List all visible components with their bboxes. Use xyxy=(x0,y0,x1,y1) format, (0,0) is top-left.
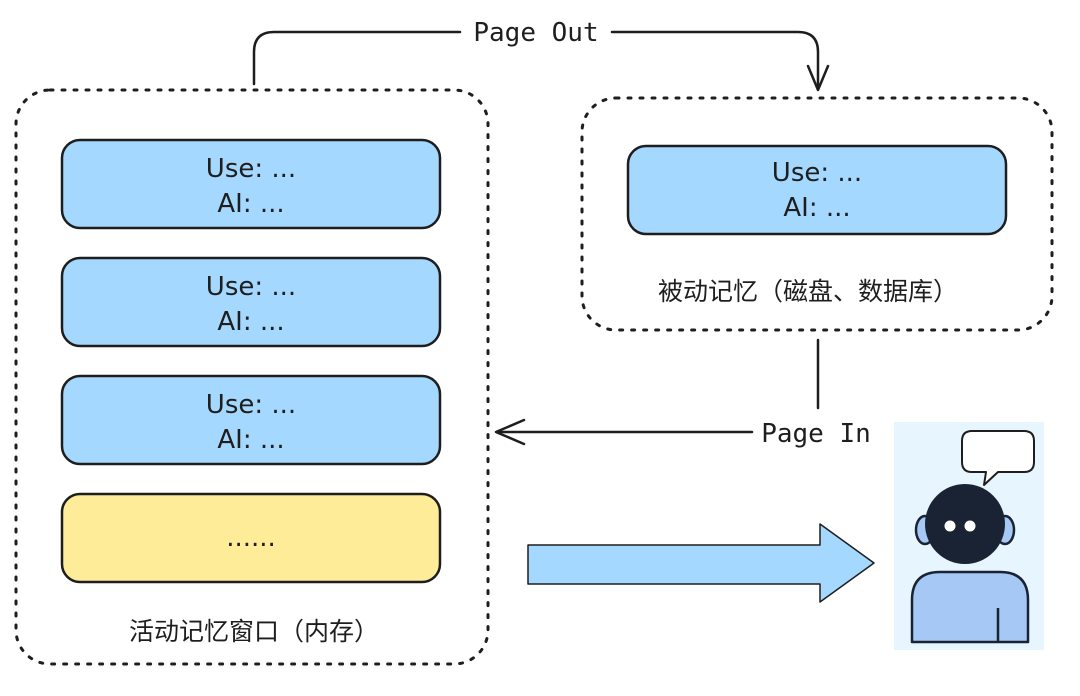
block-ai-line: AI: ... xyxy=(217,307,284,337)
block-ai-line: AI: ... xyxy=(783,193,850,223)
page-out-arrow xyxy=(252,30,830,92)
robot-avatar-icon xyxy=(894,422,1044,650)
block-user-line: Use: ... xyxy=(206,154,296,184)
block-user-line: Use: ... xyxy=(772,158,862,188)
pending-block-text: ...... xyxy=(226,523,276,553)
speech-bubble-icon xyxy=(961,430,1035,486)
block-ai-line: AI: ... xyxy=(217,189,284,219)
passive-memory-caption: 被动记忆（磁盘、数据库） xyxy=(658,277,958,306)
passive-memory-block: Use: ... AI: ... xyxy=(626,144,1008,236)
page-in-label: Page In xyxy=(761,419,871,449)
page-out-label: Page Out xyxy=(473,18,598,48)
context-flow-arrow xyxy=(527,523,875,603)
active-memory-block-1: Use: ... AI: ... xyxy=(60,138,442,230)
active-memory-caption: 活动记忆窗口（内存） xyxy=(129,617,379,646)
active-memory-block-2: Use: ... AI: ... xyxy=(60,256,442,348)
block-user-line: Use: ... xyxy=(206,390,296,420)
block-user-line: Use: ... xyxy=(206,272,296,302)
active-memory-block-3: Use: ... AI: ... xyxy=(60,374,442,466)
block-ai-line: AI: ... xyxy=(217,425,284,455)
active-memory-pending-block: ...... xyxy=(60,492,442,584)
page-in-arrow xyxy=(494,338,820,446)
active-memory-window xyxy=(14,88,490,666)
